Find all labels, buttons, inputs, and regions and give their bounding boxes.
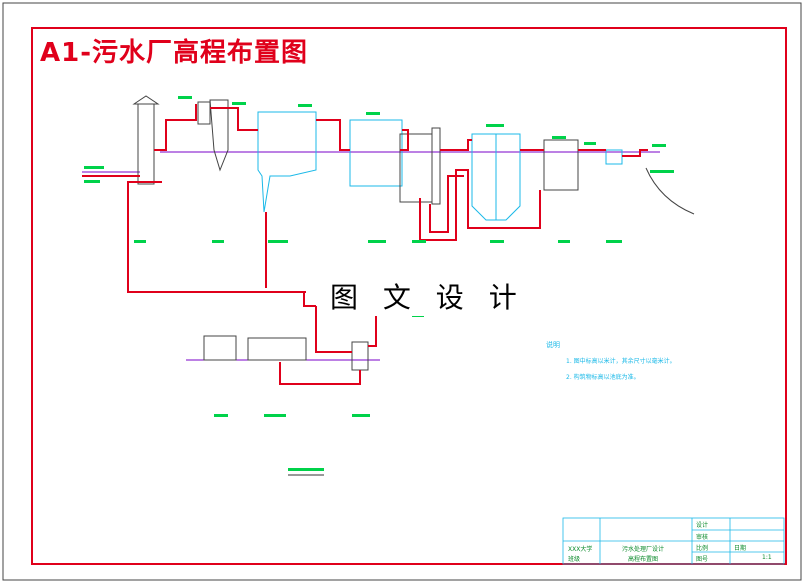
- notes-heading: 说明: [546, 341, 560, 349]
- sludge-pump: [351, 341, 369, 371]
- caption-underline: [288, 474, 324, 476]
- sludge-dewater-house: [247, 337, 307, 361]
- title-block-school: XXX大学: [568, 546, 593, 553]
- final-clarifier: [471, 133, 521, 221]
- note-item-2: 2. 构筑物标高以池底为准。: [566, 374, 640, 381]
- title-block-sub-name: 高程布置图: [628, 556, 659, 563]
- title-block-scale: 比例: [696, 545, 709, 552]
- drawing-frame: [31, 27, 787, 565]
- title-block-ratio: 1:1: [762, 554, 772, 561]
- secondary-tank: [399, 133, 433, 203]
- primary-settling-tank: [257, 111, 317, 213]
- equipment-labels: [84, 96, 674, 471]
- title-block-number: 图号: [696, 556, 709, 563]
- title-block-reviewer: 审核: [696, 534, 709, 541]
- secondary-column: [431, 127, 441, 205]
- coarse-screen-tower: [137, 103, 155, 185]
- title-block-date: 日期: [734, 545, 747, 552]
- tower-cap: [132, 95, 160, 105]
- pipelines: [82, 104, 648, 385]
- title-block-class: 班级: [568, 556, 581, 563]
- fine-screen: [197, 101, 211, 125]
- title-block-designer: 设计: [696, 522, 709, 529]
- hydraulic-grade-line: [82, 151, 660, 361]
- title-block-drawing-name: 污水处理厂设计: [622, 546, 665, 553]
- grit-chamber: [209, 99, 229, 172]
- outfall-bank: [645, 167, 695, 215]
- drawing-title: A1-污水厂高程布置图: [40, 38, 309, 68]
- structures: [132, 95, 623, 371]
- aao-tank: [349, 119, 403, 187]
- title-block: [562, 517, 785, 565]
- sludge-thickener: [203, 335, 237, 361]
- contact-tank: [543, 139, 579, 191]
- note-item-1: 1. 图中标高以米计，其余尺寸以毫米计。: [566, 358, 676, 365]
- watermark: 图 文 设 计: [324, 276, 531, 316]
